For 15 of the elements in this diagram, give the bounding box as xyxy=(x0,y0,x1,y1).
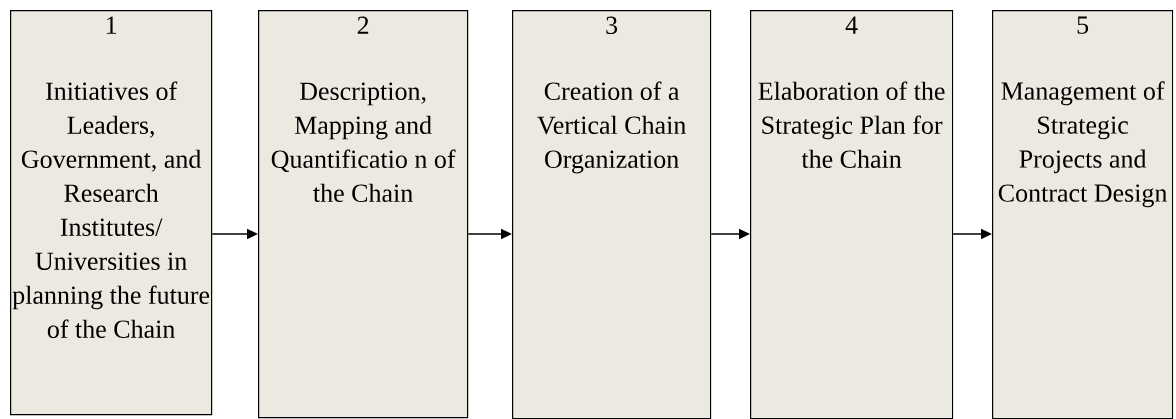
step-box xyxy=(750,10,954,419)
step-number: 3 xyxy=(606,16,618,35)
step-description: Description, Mapping and Quantificatio n of the Chain xyxy=(271,82,456,203)
step-number: 5 xyxy=(1077,16,1089,34)
step-number: 4 xyxy=(845,16,858,34)
step-description: Elaboration of the Strategic Plan for the Chain xyxy=(758,81,945,168)
step-number: 2 xyxy=(357,16,369,34)
step-number: 1 xyxy=(106,16,117,34)
step-box xyxy=(512,10,712,419)
step-box xyxy=(258,10,469,419)
step-description: Creation of a Vertical Chain Organization xyxy=(537,81,686,174)
step-description: Management of Strategic Projects and Contract Design xyxy=(998,81,1168,208)
step-box xyxy=(10,10,213,416)
step-box xyxy=(992,10,1174,419)
step-description: Initiatives of Leaders, Government, and Research Institutes/ Universities in planning the future of the Chain xyxy=(12,81,210,338)
